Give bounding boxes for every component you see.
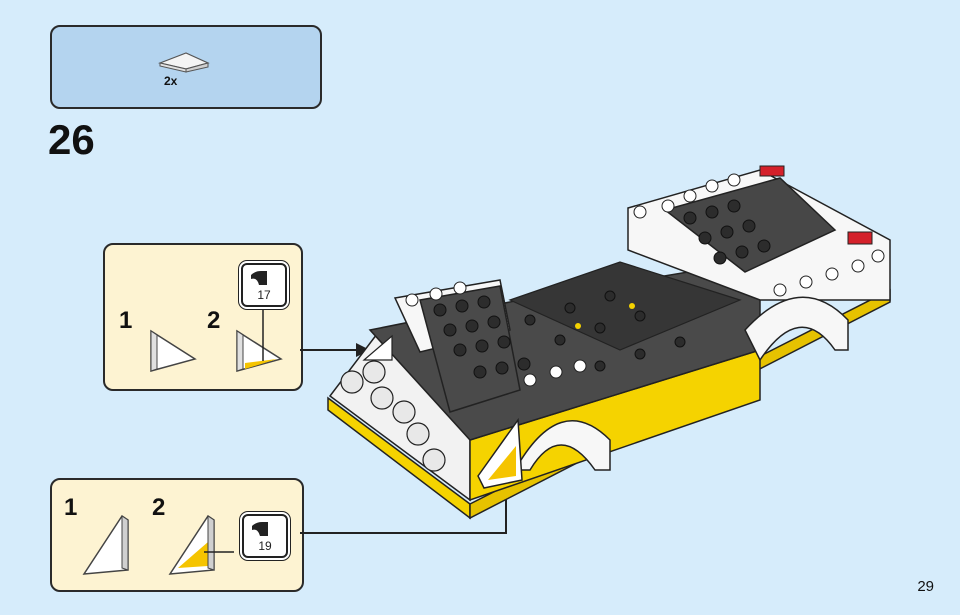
- slope-piece-icon: [157, 52, 210, 73]
- substep-1-label: 1: [119, 307, 133, 334]
- substep-1-label: 1: [64, 494, 78, 521]
- slope-piece-icon: [150, 329, 197, 372]
- sticker-number: 17: [257, 288, 271, 302]
- sticker-callout-top: 1 2 17: [103, 243, 303, 391]
- sticker-icon: [252, 522, 268, 536]
- slope-piece-icon: [82, 514, 129, 575]
- page-number: 29: [917, 578, 934, 595]
- substep-2-label: 2: [207, 307, 221, 334]
- part-quantity: 2x: [164, 74, 178, 88]
- sticker-icon: [251, 271, 267, 285]
- slope-piece-with-sticker-icon: [168, 514, 234, 575]
- sticker-reference: 19: [242, 514, 288, 558]
- slope-piece-with-sticker-icon: [236, 307, 283, 372]
- parts-list-box: 2x: [50, 25, 322, 109]
- sticker-number: 19: [258, 539, 272, 553]
- substep-2-label: 2: [152, 494, 166, 521]
- sticker-callout-bottom: 1 2 19: [50, 478, 304, 592]
- step-number: 26: [48, 116, 95, 163]
- sticker-reference: 17: [241, 263, 287, 307]
